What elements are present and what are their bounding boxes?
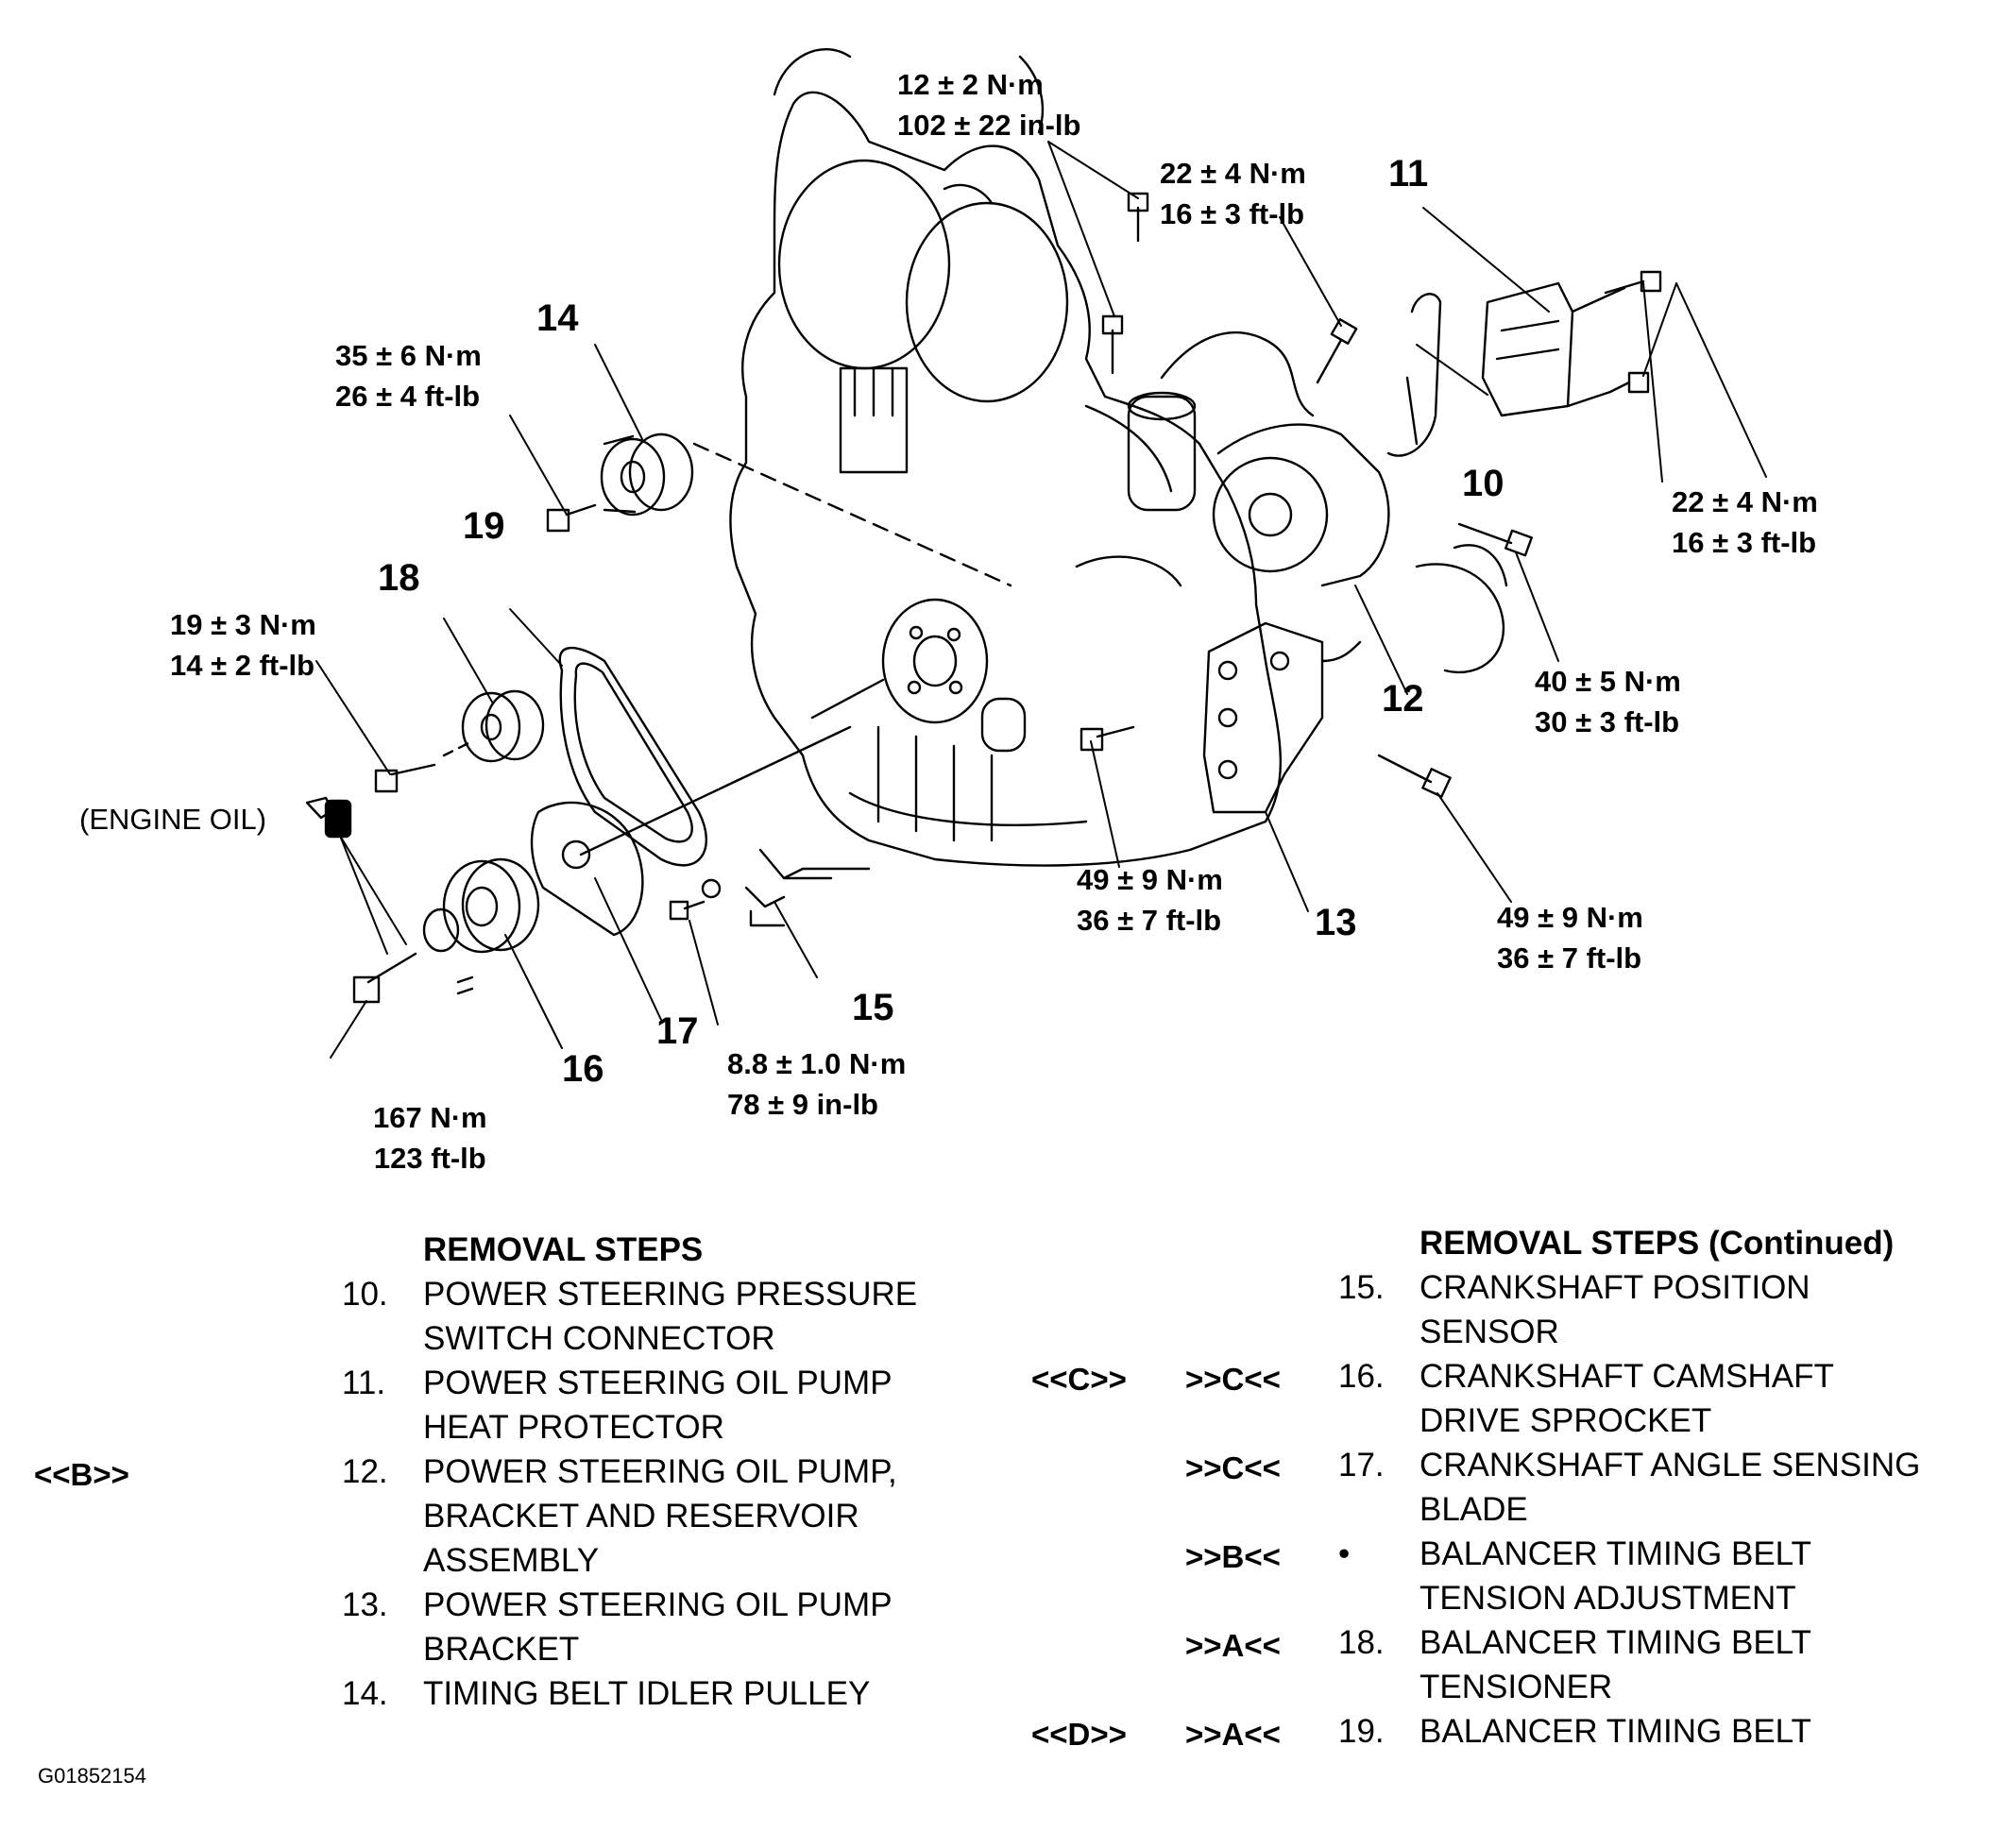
- callout-17: 17: [656, 1010, 699, 1052]
- step-text: TENSION ADJUSTMENT: [1420, 1580, 1796, 1617]
- step-text: BRACKET AND RESERVOIR: [423, 1498, 859, 1534]
- step-text: SENSOR: [1420, 1314, 1559, 1350]
- power-steering-pump: [1127, 293, 1442, 587]
- step-prefix-removal: >>A<<: [1185, 1717, 1281, 1752]
- steps-heading-continued: REMOVAL STEPS (Continued): [1420, 1225, 1895, 1262]
- step-text: HEAT PROTECTOR: [423, 1409, 724, 1446]
- step-text: CRANKSHAFT ANGLE SENSING: [1420, 1447, 1921, 1483]
- callout-10: 10: [1462, 463, 1504, 504]
- step-prefix-install: <<D>>: [1031, 1717, 1127, 1752]
- step-number: 18.: [1338, 1624, 1385, 1661]
- step-number: 16.: [1338, 1358, 1385, 1395]
- step-number: 15.: [1338, 1269, 1385, 1306]
- engine-oil-label: (ENGINE OIL): [79, 803, 267, 836]
- step-number: 13.: [342, 1586, 388, 1623]
- step-prefix-removal: >>C<<: [1185, 1362, 1281, 1397]
- callout-12: 12: [1382, 678, 1424, 720]
- step-number: 14.: [342, 1675, 388, 1712]
- position-sensor: [744, 848, 871, 927]
- step-text: POWER STEERING OIL PUMP,: [423, 1453, 897, 1490]
- step-text: DRIVE SPROCKET: [1420, 1402, 1712, 1439]
- callout-18: 18: [378, 557, 420, 599]
- engine-block: [729, 47, 1508, 867]
- step-text: POWER STEERING OIL PUMP: [423, 1586, 892, 1623]
- step-text: POWER STEERING OIL PUMP: [423, 1365, 892, 1401]
- leader-lines: [315, 141, 1767, 1059]
- step-text: TENSIONER: [1420, 1669, 1613, 1705]
- step-text: BALANCER TIMING BELT: [1420, 1535, 1811, 1572]
- idler-pulley: [600, 432, 1012, 587]
- step-text: CRANKSHAFT POSITION: [1420, 1269, 1810, 1306]
- step-number: 11.: [342, 1365, 386, 1401]
- step-text: BRACKET: [423, 1631, 580, 1668]
- step-text: BALANCER TIMING BELT: [1420, 1624, 1811, 1661]
- engine-exploded-view: [305, 47, 1767, 1059]
- belt-tensioner: [442, 689, 545, 763]
- bolts: [352, 192, 1662, 1004]
- sensing-blade: [530, 725, 852, 937]
- callout-13: 13: [1315, 902, 1357, 943]
- step-prefix-install: <<C>>: [1031, 1362, 1127, 1397]
- step-number: 19.: [1338, 1713, 1385, 1750]
- steps-heading: REMOVAL STEPS: [423, 1231, 704, 1268]
- figure-id: G01852154: [38, 1764, 146, 1788]
- pump-bracket: [1202, 621, 1362, 814]
- callout-11: 11: [1388, 153, 1429, 195]
- step-text: BLADE: [1420, 1491, 1528, 1528]
- timing-belt: [558, 647, 708, 867]
- step-text: SWITCH CONNECTOR: [423, 1320, 775, 1357]
- step-number: 12.: [342, 1453, 388, 1490]
- step-text: BALANCER TIMING BELT: [1420, 1713, 1811, 1750]
- drive-sprocket: [422, 857, 540, 995]
- callout-15: 15: [852, 987, 894, 1028]
- step-text: TIMING BELT IDLER PULLEY: [423, 1675, 871, 1712]
- step-text: CRANKSHAFT CAMSHAFT: [1420, 1358, 1834, 1395]
- callout-19: 19: [463, 505, 505, 547]
- oil-can-icon: [305, 796, 352, 839]
- step-prefix-removal: >>A<<: [1185, 1628, 1281, 1663]
- callout-14: 14: [536, 297, 579, 339]
- step-prefix-removal: >>C<<: [1185, 1450, 1281, 1485]
- step-number: 10.: [342, 1276, 388, 1313]
- heat-protector: [1481, 281, 1626, 417]
- step-prefix: <<B>>: [34, 1457, 129, 1492]
- step-bullet: •: [1338, 1535, 1351, 1572]
- step-text: ASSEMBLY: [423, 1542, 600, 1579]
- step-number: 17.: [1338, 1447, 1385, 1483]
- callout-16: 16: [562, 1048, 604, 1090]
- crankshaft-hub: [810, 598, 989, 724]
- step-prefix-removal: >>B<<: [1185, 1539, 1281, 1574]
- step-text: POWER STEERING PRESSURE: [423, 1276, 918, 1313]
